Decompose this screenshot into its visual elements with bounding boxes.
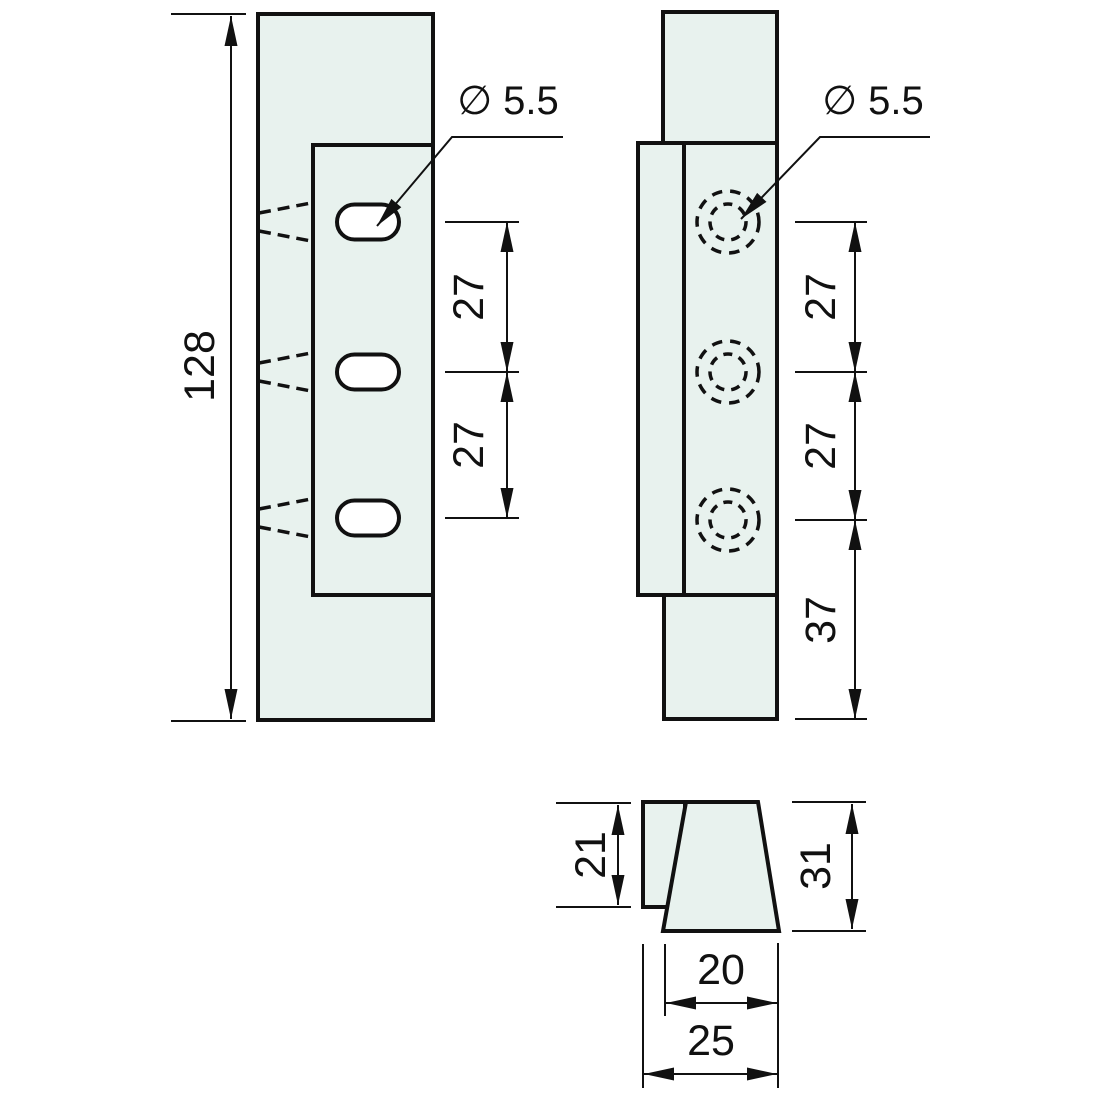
top-view: 21 31 20 25 bbox=[556, 800, 866, 1088]
dim-label-overall-depth: 31 bbox=[792, 842, 840, 890]
side-hidden-hole-bottom bbox=[695, 487, 761, 553]
front-slot-hole-middle bbox=[335, 352, 401, 392]
side-callout-label: ∅ 5.5 bbox=[822, 79, 924, 123]
side-top-tab-outline bbox=[661, 10, 779, 145]
side-hidden-hole-middle bbox=[695, 339, 761, 405]
front-view: 128 27 27 ∅ 5.5 bbox=[171, 12, 563, 722]
front-slot-hole-bottom bbox=[335, 498, 401, 538]
dim-label-overall-height: 128 bbox=[176, 330, 224, 402]
dimension-side-chain: 27 27 37 bbox=[795, 221, 867, 720]
dimension-overall-depth: 31 bbox=[792, 801, 866, 932]
front-hidden-countersinks bbox=[258, 201, 312, 539]
side-hidden-hole-top bbox=[695, 189, 761, 255]
side-callout-leader-line bbox=[740, 136, 930, 220]
dim-label-side-tail-length: 37 bbox=[797, 596, 845, 644]
dim-label-overall-width: 25 bbox=[687, 1017, 735, 1065]
front-plate-edge bbox=[311, 143, 433, 597]
dim-label-side-pitch-upper: 27 bbox=[797, 273, 845, 321]
dim-label-wedge-width: 20 bbox=[697, 946, 745, 994]
top-wedge-outline bbox=[660, 800, 782, 933]
front-hole-callout: ∅ 5.5 bbox=[376, 79, 563, 227]
side-body-outline bbox=[636, 141, 779, 597]
dim-label-front-pitch-upper: 27 bbox=[445, 273, 493, 321]
side-hole-callout: ∅ 5.5 bbox=[740, 79, 930, 220]
dim-label-front-pitch-lower: 27 bbox=[445, 421, 493, 469]
front-callout-label: ∅ 5.5 bbox=[457, 79, 559, 123]
dim-label-side-pitch-lower: 27 bbox=[797, 422, 845, 470]
front-callout-leader-line bbox=[376, 136, 563, 227]
dimension-overall-width: 25 bbox=[642, 944, 777, 1088]
dimension-wedge-width: 20 bbox=[664, 943, 779, 1088]
side-bottom-tab-outline bbox=[662, 593, 779, 721]
dimension-plate-depth: 21 bbox=[556, 802, 631, 908]
side-view: 27 27 37 ∅ 5.5 bbox=[636, 10, 930, 721]
dim-label-plate-depth: 21 bbox=[567, 831, 615, 879]
dimension-overall-height: 128 bbox=[171, 13, 246, 722]
dimension-front-hole-pitch: 27 27 bbox=[445, 221, 519, 519]
